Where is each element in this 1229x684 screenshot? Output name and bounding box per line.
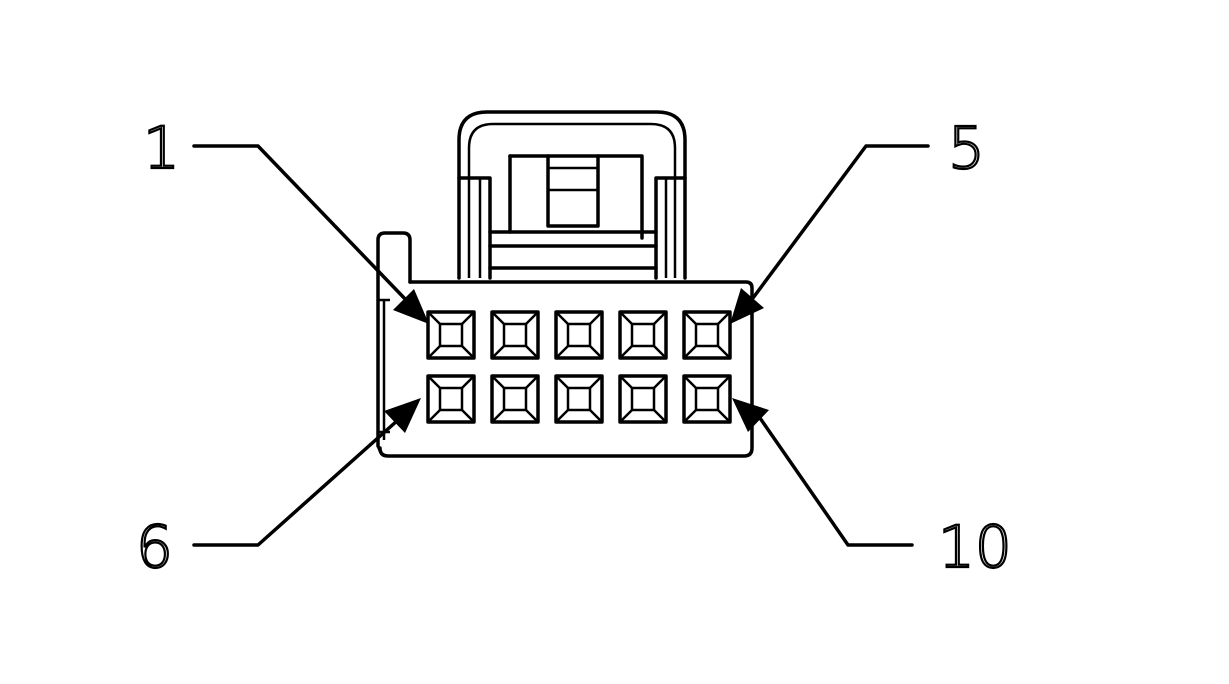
pin-cavity-5	[682, 310, 732, 360]
pin-cavity-7	[490, 374, 540, 424]
arrowhead-pin-5	[730, 288, 764, 324]
callout-label-6: 6	[136, 513, 173, 581]
callout-label-10: 10	[938, 513, 1012, 581]
callout-label-1: 1	[143, 114, 180, 182]
leader-line-pin-10	[758, 416, 914, 547]
arrowheads	[384, 288, 769, 433]
connector-latch	[457, 110, 687, 280]
pin-cavity-8	[554, 374, 604, 424]
arrowhead-pin-6	[384, 398, 421, 433]
leader-line-pin-6	[192, 418, 400, 547]
pin-cavity-4	[618, 310, 668, 360]
pin-cavity-2	[490, 310, 540, 360]
leader-line-pin-1	[192, 144, 410, 304]
pin-cavity-3	[554, 310, 604, 360]
arrowhead-pin-1	[393, 289, 429, 324]
leader-line-pin-5	[748, 144, 930, 304]
pin-cavities	[426, 310, 732, 424]
pin-cavity-1	[426, 310, 476, 360]
callout-label-5: 5	[948, 114, 985, 182]
pin-cavity-10	[682, 374, 732, 424]
leader-lines	[192, 144, 930, 547]
pin-cavity-9	[618, 374, 668, 424]
pin-cavity-6	[426, 374, 476, 424]
connector-body	[376, 280, 754, 458]
connector-side-flange	[376, 231, 412, 448]
arrowhead-pin-10	[732, 398, 769, 432]
